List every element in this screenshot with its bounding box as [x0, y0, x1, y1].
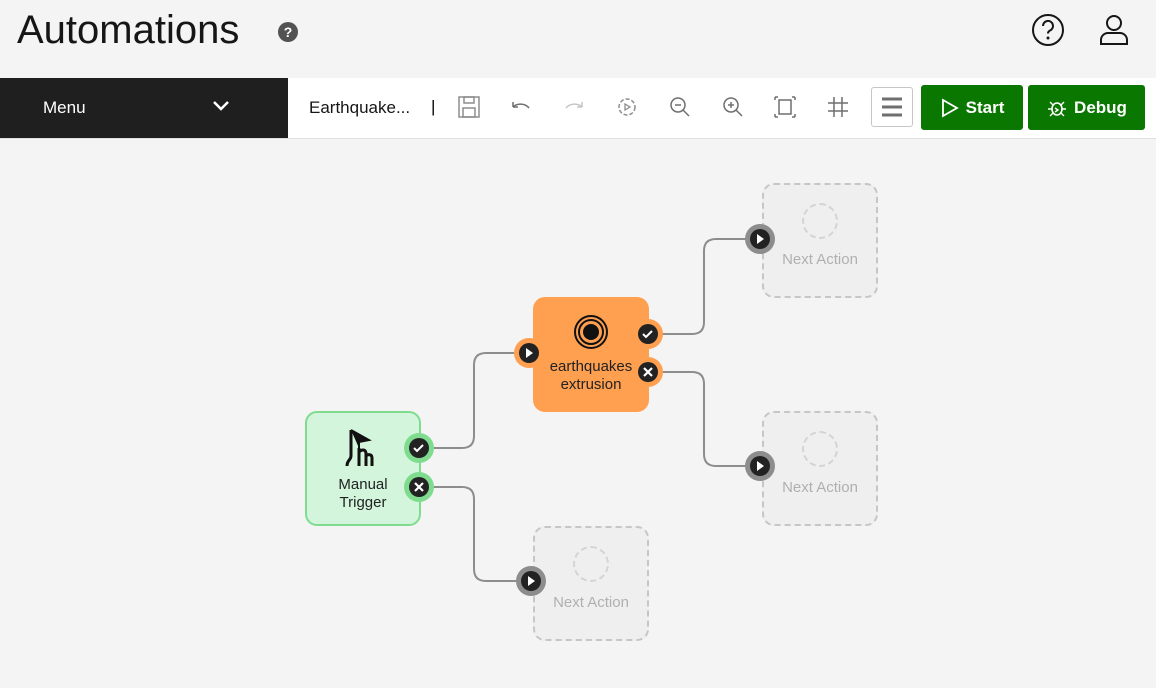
save-icon[interactable] — [456, 94, 482, 120]
next-action-placeholder[interactable]: Next Action — [533, 526, 649, 641]
separator: | — [431, 97, 436, 116]
next-action-label: Next Action — [782, 251, 858, 268]
input-port-icon[interactable] — [745, 224, 775, 254]
help-icon[interactable] — [1031, 12, 1065, 48]
next-action-label: Next Action — [553, 594, 629, 611]
file-name[interactable]: Earthquake... — [309, 98, 411, 117]
success-port-icon[interactable] — [633, 319, 663, 349]
fit-to-screen-icon[interactable] — [772, 94, 798, 120]
placeholder-ring-icon — [802, 431, 838, 467]
hamburger-icon — [882, 97, 902, 117]
action-label: earthquakes — [549, 358, 633, 375]
action-label: extrusion — [560, 376, 622, 393]
earthquakes-extrusion-node[interactable]: earthquakes extrusion — [533, 297, 649, 412]
edge-trigger-success — [419, 352, 529, 449]
toolbar: Menu Earthquake... | Start Debug — [0, 78, 1156, 139]
redo-icon[interactable] — [561, 94, 587, 120]
bug-icon — [1048, 101, 1067, 116]
menu-dropdown[interactable]: Menu — [0, 78, 288, 138]
placeholder-ring-icon — [573, 546, 609, 582]
help-badge-icon[interactable]: ? — [278, 22, 298, 42]
trigger-label: Trigger — [339, 494, 387, 511]
zoom-out-icon[interactable] — [667, 94, 693, 120]
placeholder-ring-icon — [802, 203, 838, 239]
chevron-down-icon — [213, 101, 229, 111]
grid-icon[interactable] — [825, 94, 851, 120]
fail-port-icon[interactable] — [633, 357, 663, 387]
app-header: Automations ? — [0, 0, 1156, 78]
target-icon — [574, 315, 608, 349]
user-icon[interactable] — [1097, 12, 1131, 48]
edge-trigger-fail — [419, 486, 531, 582]
zoom-in-icon[interactable] — [720, 94, 746, 120]
menu-label: Menu — [43, 98, 86, 117]
undo-icon[interactable] — [508, 94, 534, 120]
debug-button[interactable]: Debug — [1028, 85, 1145, 130]
input-port-icon[interactable] — [514, 338, 544, 368]
success-port-icon[interactable] — [404, 433, 434, 463]
edge-action-fail — [648, 371, 760, 467]
start-label: Start — [965, 97, 1005, 117]
trigger-label: Manual — [338, 476, 388, 493]
page-title: Automations — [17, 8, 240, 52]
input-port-icon[interactable] — [516, 566, 546, 596]
debug-label: Debug — [1074, 97, 1127, 117]
next-action-placeholder[interactable]: Next Action — [762, 411, 878, 526]
manual-trigger-node[interactable]: Manual Trigger — [305, 411, 421, 526]
start-button[interactable]: Start — [921, 85, 1023, 130]
hand-pointer-icon — [345, 429, 374, 467]
fail-port-icon[interactable] — [404, 472, 434, 502]
next-action-placeholder[interactable]: Next Action — [762, 183, 878, 298]
input-port-icon[interactable] — [745, 451, 775, 481]
hamburger-menu-button[interactable] — [871, 87, 913, 127]
edge-action-success — [648, 238, 760, 335]
play-icon — [941, 97, 959, 118]
next-action-label: Next Action — [782, 479, 858, 496]
settings-icon[interactable] — [614, 94, 640, 120]
